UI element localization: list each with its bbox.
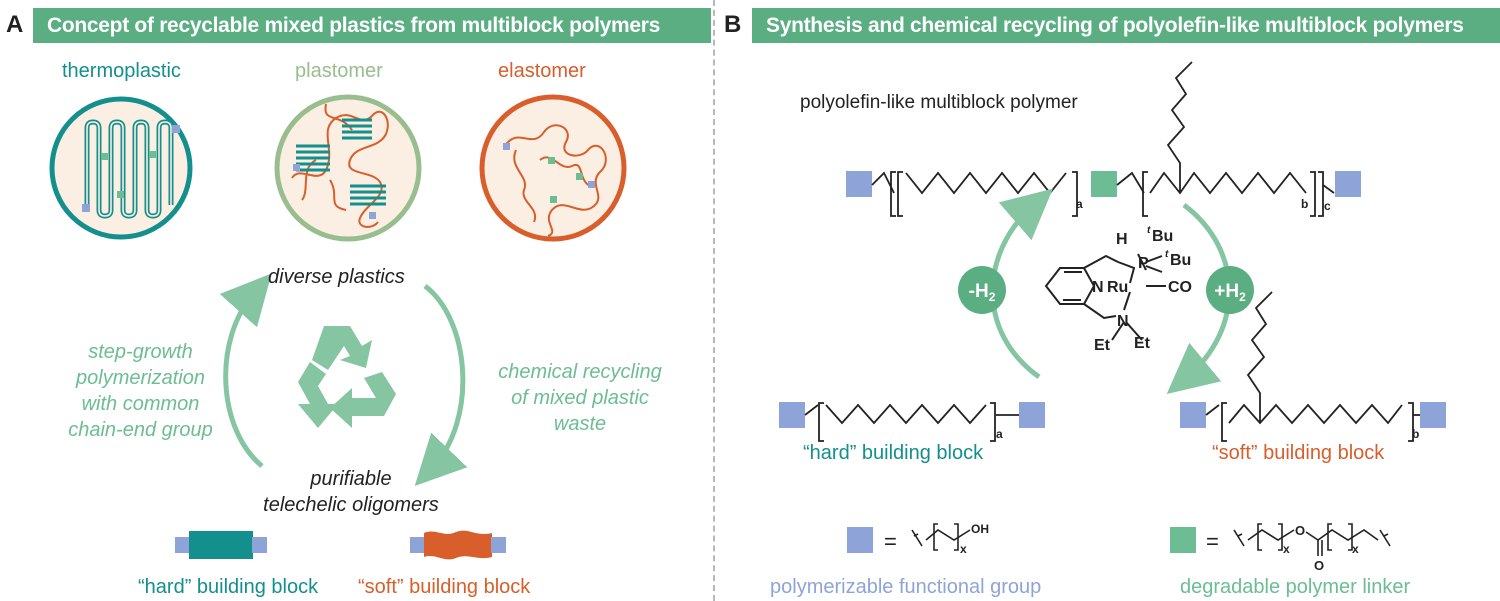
telechelic-line-1: purifiable <box>310 468 392 490</box>
label-elastomer: elastomer <box>498 60 586 82</box>
label-telechelic-oligomers: purifiable telechelic oligomers <box>246 466 456 518</box>
recycling-line-3: waste <box>553 413 607 435</box>
equals-1: = <box>884 529 897 554</box>
label-thermoplastic: thermoplastic <box>62 60 181 82</box>
o-label-ester: O <box>1295 523 1305 538</box>
plus-h2-label: +H2 <box>1214 281 1246 304</box>
plus-h2-badge <box>1206 266 1254 314</box>
oh-label: OH <box>971 522 989 536</box>
recycling-line-2: of mixed plastic <box>511 387 649 409</box>
hard-block-graphic <box>175 531 267 559</box>
cat-h: H <box>1116 231 1128 248</box>
ruthenium-catalyst-structure <box>1044 253 1166 341</box>
label-degradable-linker: degradable polymer linker <box>1180 576 1411 598</box>
cat-et-2: Et <box>1134 335 1151 352</box>
cat-et-1: Et <box>1094 337 1111 354</box>
soft-block-graphic <box>410 530 506 560</box>
label-soft-block-a: “soft” building block <box>358 576 531 598</box>
panel-divider <box>713 0 715 601</box>
cat-tbu-2: Bu <box>1170 252 1191 269</box>
label-chemical-recycling: chemical recycling of mixed plastic wast… <box>475 359 685 437</box>
x-sub-3: x <box>1352 542 1359 556</box>
hydroxyl-chain-structure <box>911 523 971 551</box>
sub-a: a <box>1076 197 1083 211</box>
minus-h2-label: -H2 <box>969 281 996 304</box>
catalyst-labels: H t Bu P t Bu N Ru CO N Et Et <box>1092 225 1192 354</box>
cat-n1: N <box>1092 279 1104 296</box>
cat-t-sup-2: t <box>1165 249 1169 260</box>
panel-b-graphics: a b c -H2 +H2 H t Bu P t Bu N Ru CO N Et… <box>779 61 1446 573</box>
step-growth-line-4: chain-end group <box>68 419 213 441</box>
minus-h2-badge <box>958 266 1006 314</box>
cat-p: P <box>1138 255 1149 272</box>
hard-block-structure <box>779 402 1045 442</box>
o-label-carbonyl: O <box>1314 558 1324 573</box>
label-soft-block-b: “soft” building block <box>1212 442 1385 464</box>
panel-a-letter: A <box>6 11 24 38</box>
soft-block-structure <box>1180 291 1446 442</box>
linker-square <box>1170 527 1196 553</box>
label-hard-block-b: “hard” building block <box>803 442 984 464</box>
label-hard-block-a: “hard” building block <box>138 576 319 598</box>
step-growth-line-3: with common <box>81 393 200 415</box>
recycling-line-1: chemical recycling <box>498 361 662 383</box>
sub-b: b <box>1301 197 1308 211</box>
label-diverse-plastics: diverse plastics <box>268 266 405 288</box>
cycle-arrow-left <box>219 273 272 468</box>
elastomer-circle <box>479 94 627 242</box>
sub-c: c <box>1324 199 1331 213</box>
thermoplastic-circle <box>49 96 193 240</box>
label-functional-group: polymerizable functional group <box>770 576 1042 598</box>
step-growth-line-2: polymerization <box>76 367 205 389</box>
panel-b-letter: B <box>724 11 742 38</box>
cycle-arrow-right <box>414 284 468 487</box>
functional-group-legend: = OH x <box>847 522 989 556</box>
cat-ru: Ru <box>1107 279 1128 296</box>
sub-b-soft: b <box>1412 427 1419 441</box>
panel-b-header: Synthesis and chemical recycling of poly… <box>752 8 1500 43</box>
multiblock-polymer-structure <box>846 61 1361 217</box>
label-polymer-title: polyolefin-like multiblock polymer <box>800 92 1078 113</box>
functional-group-square <box>847 527 873 553</box>
recycle-icon <box>298 326 396 428</box>
cat-t-sup-1: t <box>1147 225 1151 236</box>
x-sub-1: x <box>960 542 967 556</box>
sub-a-hard: a <box>996 427 1003 441</box>
label-plastomer: plastomer <box>295 60 383 82</box>
label-step-growth: step-growth polymerization with common c… <box>48 339 233 443</box>
panel-a-header: Concept of recyclable mixed plastics fro… <box>33 8 711 43</box>
equals-2: = <box>1206 529 1219 554</box>
cat-co: CO <box>1168 279 1192 296</box>
ester-linker-structure <box>1233 523 1391 556</box>
step-growth-line-1: step-growth <box>88 341 193 363</box>
telechelic-line-2: telechelic oligomers <box>263 494 439 516</box>
linker-legend: = O O x x <box>1170 523 1391 573</box>
cat-tbu-1: Bu <box>1152 228 1173 245</box>
plastomer-circle <box>274 94 422 242</box>
x-sub-2: x <box>1283 542 1290 556</box>
cat-n2: N <box>1117 313 1129 330</box>
panel-a-graphics <box>49 94 627 560</box>
